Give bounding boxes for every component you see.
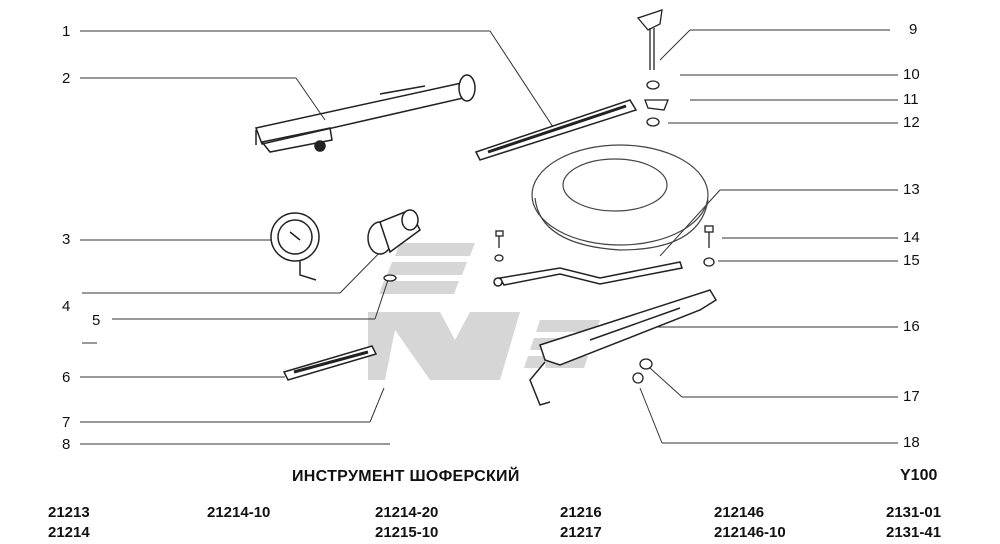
- model-code: 21213: [48, 504, 90, 521]
- model-list-1: 21213 21214: [48, 503, 90, 543]
- callout-12: 12: [903, 114, 920, 131]
- callout-15: 15: [903, 252, 920, 269]
- fasteners: [383, 9, 715, 384]
- watermark-logo: [368, 243, 600, 380]
- lever-part: [474, 99, 638, 161]
- callout-18: 18: [903, 434, 920, 451]
- model-code: 21215-10: [375, 524, 439, 541]
- model-list-4: 21216 21217: [560, 503, 602, 543]
- tire-gauge-part: [270, 212, 320, 281]
- strap-part: [493, 261, 683, 287]
- callout-1: 1: [62, 23, 71, 40]
- jack-part: [254, 74, 476, 153]
- callout-13: 13: [903, 181, 920, 198]
- callout-8: 8: [62, 436, 71, 453]
- model-code: 21214: [48, 524, 90, 541]
- callout-3: 3: [62, 231, 71, 248]
- screwdriver-part: [282, 345, 378, 381]
- model-list-6: 2131-01 2131-41: [886, 503, 941, 543]
- model-list-3: 21214-20 21215-10: [375, 503, 438, 543]
- callout-11: 11: [903, 91, 919, 108]
- callout-2: 2: [62, 70, 71, 87]
- callout-14: 14: [903, 229, 920, 246]
- model-code: 212146-10: [714, 524, 786, 541]
- leader-lines: [80, 29, 898, 445]
- model-list-5: 212146 212146-10: [714, 503, 786, 543]
- model-code: 21214-20: [375, 504, 439, 521]
- diagram-title: ИНСТРУМЕНТ ШОФЕРСКИЙ: [292, 468, 520, 485]
- callout-7: 7: [62, 414, 71, 431]
- model-code: 212146: [714, 504, 765, 521]
- model-code: 21216: [560, 504, 602, 521]
- model-code: 2131-41: [886, 524, 942, 541]
- model-code: 2131-01: [886, 504, 942, 521]
- socket-part: [367, 209, 421, 255]
- callout-9: 9: [909, 21, 918, 38]
- callout-6: 6: [62, 369, 71, 386]
- callout-16: 16: [903, 318, 920, 335]
- bracket-plate-part: [529, 289, 718, 406]
- callout-4: 4: [62, 298, 71, 315]
- model-list-2: 21214-10: [207, 503, 270, 523]
- model-code: 21214-10: [207, 504, 271, 521]
- diagram-code: Y100: [900, 467, 938, 484]
- spare-wheel-part: [531, 144, 709, 251]
- callout-5: 5: [92, 312, 101, 329]
- model-code: 21217: [560, 524, 602, 541]
- callout-17: 17: [903, 388, 920, 405]
- callout-10: 10: [903, 66, 920, 83]
